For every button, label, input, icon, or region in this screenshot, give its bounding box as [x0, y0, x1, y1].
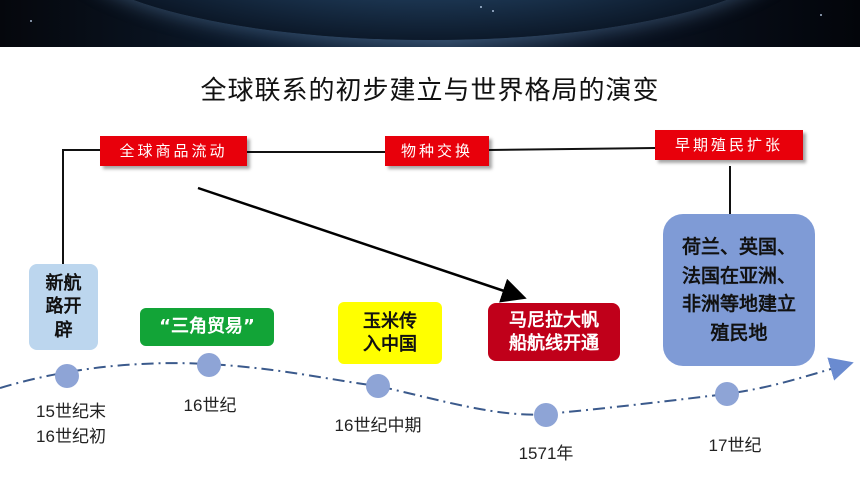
- space-earth-banner: [0, 0, 860, 47]
- event-triangle-trade: “三角贸易”: [140, 308, 274, 346]
- date-label-1-line1: 15世纪末: [36, 402, 106, 421]
- timeline-dot-2: [197, 353, 221, 377]
- star: [30, 20, 32, 22]
- date-label-1-line2: 16世纪初: [36, 426, 106, 446]
- event-manila-galleon-line2: 船航线开通: [509, 333, 599, 354]
- event-colonies: 荷兰、英国、 法国在亚洲、 非洲等地建立 殖民地: [663, 214, 815, 366]
- timeline-dot-1: [55, 364, 79, 388]
- tag-early-colonial: 早期殖民扩张: [655, 130, 803, 160]
- event-new-routes-line1: 新航: [45, 272, 82, 294]
- event-new-routes: 新航 路开 辟: [29, 264, 98, 350]
- star: [480, 6, 482, 8]
- event-manila-galleon: 马尼拉大帆 船航线开通: [488, 303, 620, 361]
- date-label-1: 15世纪末 16世纪初: [16, 400, 126, 449]
- timeline-dot-4: [534, 403, 558, 427]
- star: [820, 14, 822, 16]
- tag-species-exchange: 物种交换: [385, 136, 489, 166]
- event-colonies-line2: 法国在亚洲、: [681, 264, 796, 287]
- date-label-3: 16世纪中期: [334, 416, 422, 435]
- event-new-routes-line2: 路开: [45, 296, 82, 318]
- tag-goods-flow: 全球商品流动: [100, 136, 247, 166]
- bracket-line-left: [62, 149, 100, 264]
- event-colonies-line4: 殖民地: [710, 321, 768, 344]
- event-colonies-line3: 非洲等地建立: [681, 293, 796, 315]
- timeline-dot-5: [715, 382, 739, 406]
- bracket-line-mid2: [488, 147, 656, 151]
- event-maize-line1: 玉米传: [363, 310, 417, 332]
- goods-flow-arrow: [197, 186, 527, 303]
- timeline-dot-3: [366, 374, 390, 398]
- event-colonies-line1: 荷兰、英国、: [681, 236, 796, 258]
- page-title: 全球联系的初步建立与世界格局的演变: [200, 76, 660, 106]
- event-manila-galleon-line1: 马尼拉大帆: [509, 309, 599, 331]
- event-maize-line2: 入中国: [363, 334, 417, 355]
- date-label-5: 17世纪: [708, 436, 762, 455]
- event-maize: 玉米传 入中国: [338, 302, 442, 364]
- star: [492, 10, 494, 12]
- date-label-2: 16世纪: [183, 396, 237, 415]
- date-label-4: 1571年: [518, 444, 574, 463]
- event-new-routes-line3: 辟: [54, 319, 73, 341]
